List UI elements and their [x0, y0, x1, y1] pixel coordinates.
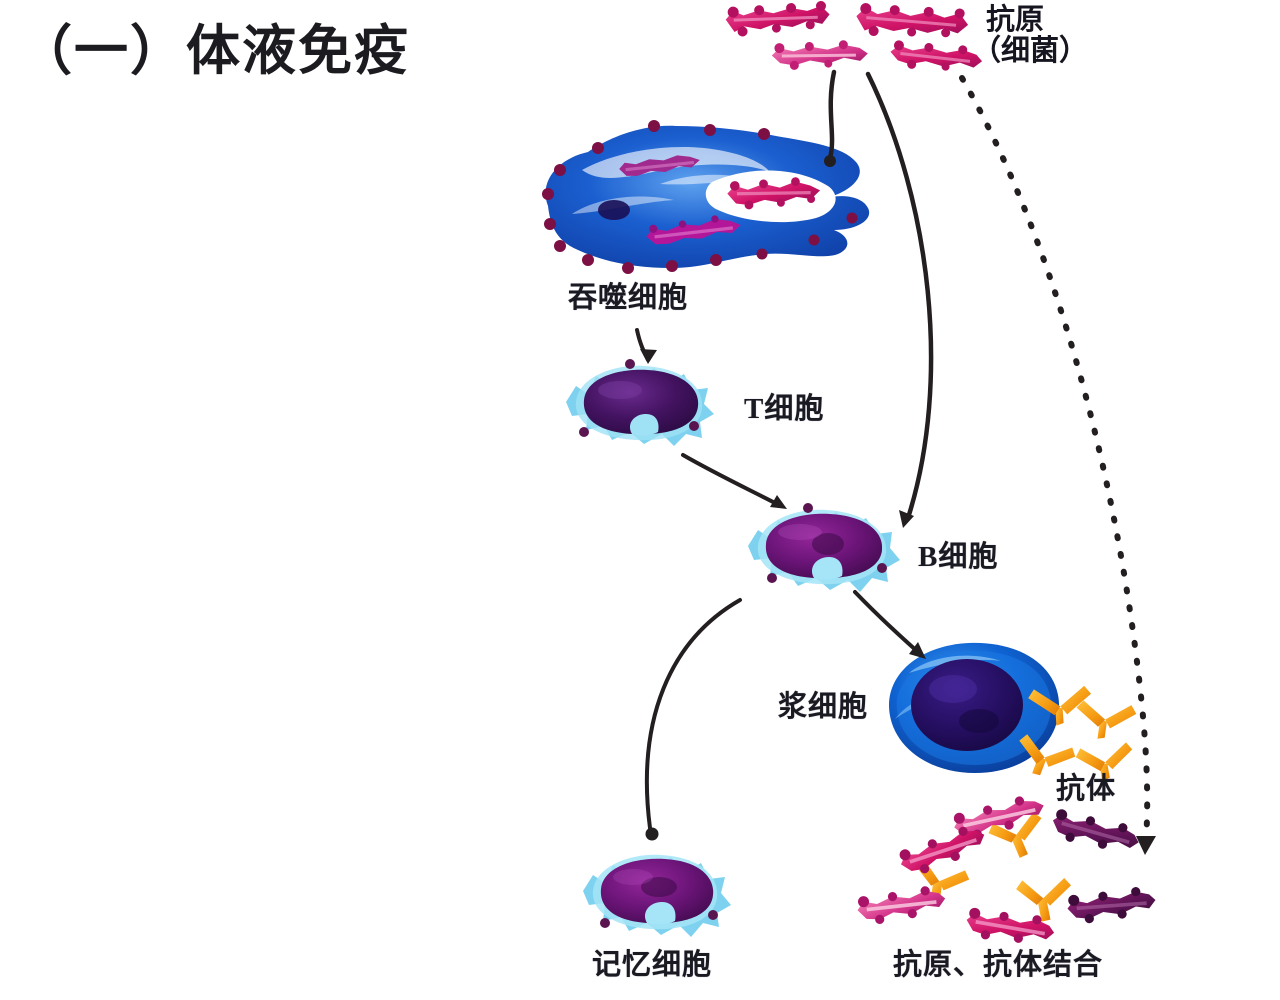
- phagocyte-cell: [542, 120, 870, 274]
- label-plasma-cell: 浆细胞: [778, 691, 869, 723]
- label-antigen: 抗原 （细菌）: [972, 4, 1088, 66]
- arrow-antigen-to-phagocyte: [827, 69, 837, 161]
- label-phagocyte: 吞噬细胞: [568, 282, 689, 314]
- arrow-bcell-to-memorycell: [645, 598, 742, 830]
- label-t-cell: T细胞: [744, 393, 825, 425]
- b-cell: [748, 503, 900, 592]
- arrow-tcell-to-bcell: [681, 453, 781, 507]
- label-b-cell: B细胞: [918, 541, 999, 573]
- arrowhead-bcell-memory: [645, 827, 659, 841]
- page-title: （一）体液免疫: [18, 21, 410, 81]
- antigen-antibody-complex: [857, 796, 1156, 943]
- dotted-arrow-antigen-to-complex: [959, 75, 1151, 845]
- label-antibody: 抗体: [1056, 773, 1117, 805]
- label-antigen-line2: （细菌）: [972, 35, 1089, 67]
- label-antigen-line1: 抗原: [986, 4, 1045, 36]
- arrow-antigen-to-bcell: [865, 71, 934, 521]
- arrowhead-antigen-phagocyte: [824, 155, 836, 167]
- t-cell: [566, 359, 714, 446]
- antigen-cluster-top: [725, 0, 983, 71]
- antibody-group: [1019, 685, 1137, 782]
- memory-cell: [583, 854, 731, 937]
- plasma-cell: [889, 642, 1060, 773]
- label-memory-cell: 记忆细胞: [592, 949, 713, 981]
- flow-arrows: [635, 69, 1156, 855]
- arrow-bcell-to-plasmacell: [853, 590, 920, 654]
- label-antigen-antibody-complex: 抗原、抗体结合: [893, 949, 1104, 981]
